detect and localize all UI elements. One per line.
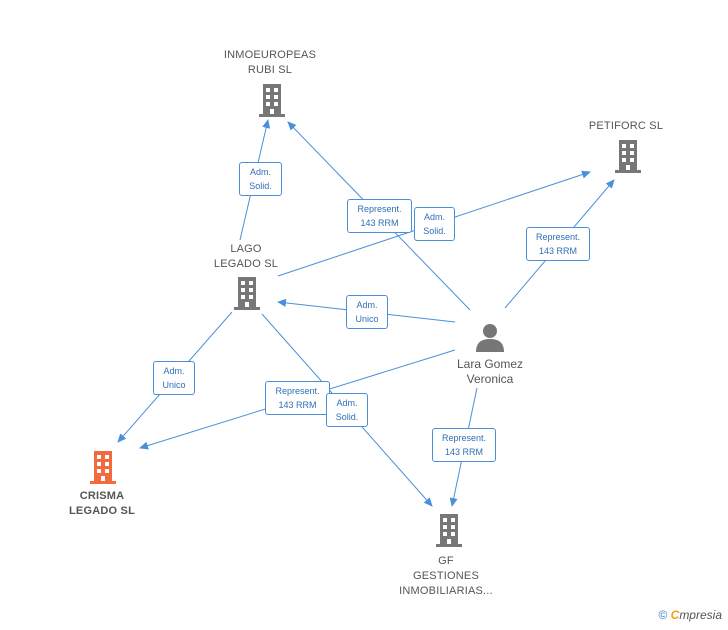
edge-label-lago-gf: Adm. Solid. bbox=[326, 393, 368, 427]
brand-logo-initial: C bbox=[670, 608, 680, 622]
edge-label-lago-crisma: Adm. Unico bbox=[153, 361, 195, 395]
edge-label-person-petiforc: Represent. 143 RRM bbox=[526, 227, 590, 261]
edge-label-lago-inmoeuropeas: Adm. Solid. bbox=[239, 162, 282, 196]
person-label[interactable]: Lara Gomez Veronica bbox=[456, 357, 524, 386]
brand-name: mpresia bbox=[679, 608, 722, 622]
crisma-label[interactable]: CRISMA LEGADO SL bbox=[69, 490, 135, 517]
copyright-symbol: © bbox=[658, 608, 668, 622]
person-icon[interactable] bbox=[476, 324, 504, 352]
edge-label-person-inmoeuropeas: Represent. 143 RRM bbox=[347, 199, 412, 233]
inmoeuropeas-label[interactable]: INMOEUROPEAS RUBI SL bbox=[223, 49, 317, 76]
petiforc-building-icon[interactable] bbox=[615, 140, 641, 173]
edge-label-person-lago: Adm. Unico bbox=[346, 295, 388, 329]
crisma-building-icon[interactable] bbox=[90, 451, 116, 484]
edge-label-person-crisma: Represent. 143 RRM bbox=[265, 381, 330, 415]
lago-building-icon[interactable] bbox=[234, 277, 260, 310]
gf-building-icon[interactable] bbox=[436, 514, 462, 547]
inmoeuropeas-building-icon[interactable] bbox=[259, 84, 285, 117]
petiforc-label[interactable]: PETIFORC SL bbox=[588, 120, 664, 132]
lago-label[interactable]: LAGO LEGADO SL bbox=[213, 243, 279, 270]
edge-label-person-gf: Represent. 143 RRM bbox=[432, 428, 496, 462]
edge-label-lago-petiforc: Adm. Solid. bbox=[414, 207, 455, 241]
gf-label[interactable]: GF GESTIONES INMOBILIARIAS... bbox=[399, 555, 493, 597]
empresia-brand[interactable]: © Cmpresia bbox=[658, 608, 722, 622]
